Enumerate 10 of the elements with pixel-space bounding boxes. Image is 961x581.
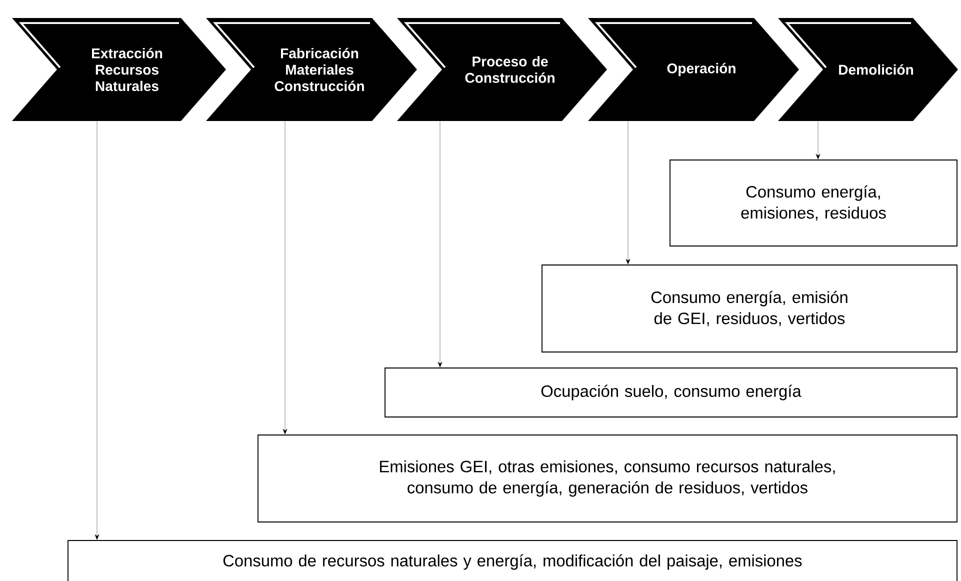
- text-box: Consumo energía, emisión de GEI, residuos, vertidos: [542, 264, 958, 352]
- process-step: Operación: [588, 18, 799, 121]
- process-step: Proceso de Construcción: [397, 18, 607, 121]
- text-box: Consumo de recursos naturales y energía, modificación del paisaje, emisiones: [68, 540, 958, 581]
- text-box: Emisiones GEI, otras emisiones, consumo recursos naturales, consumo de energía, generación de residuos, vertidos: [258, 434, 958, 522]
- process-step: Extracción Recursos Naturales: [12, 18, 226, 121]
- process-step: Fabricación Materiales Construcción: [206, 18, 417, 121]
- text-box: Consumo energía, emisiones, residuos: [670, 160, 958, 246]
- text-box: Ocupación suelo, consumo energía: [384, 368, 958, 418]
- process-step: Demolición: [778, 18, 958, 121]
